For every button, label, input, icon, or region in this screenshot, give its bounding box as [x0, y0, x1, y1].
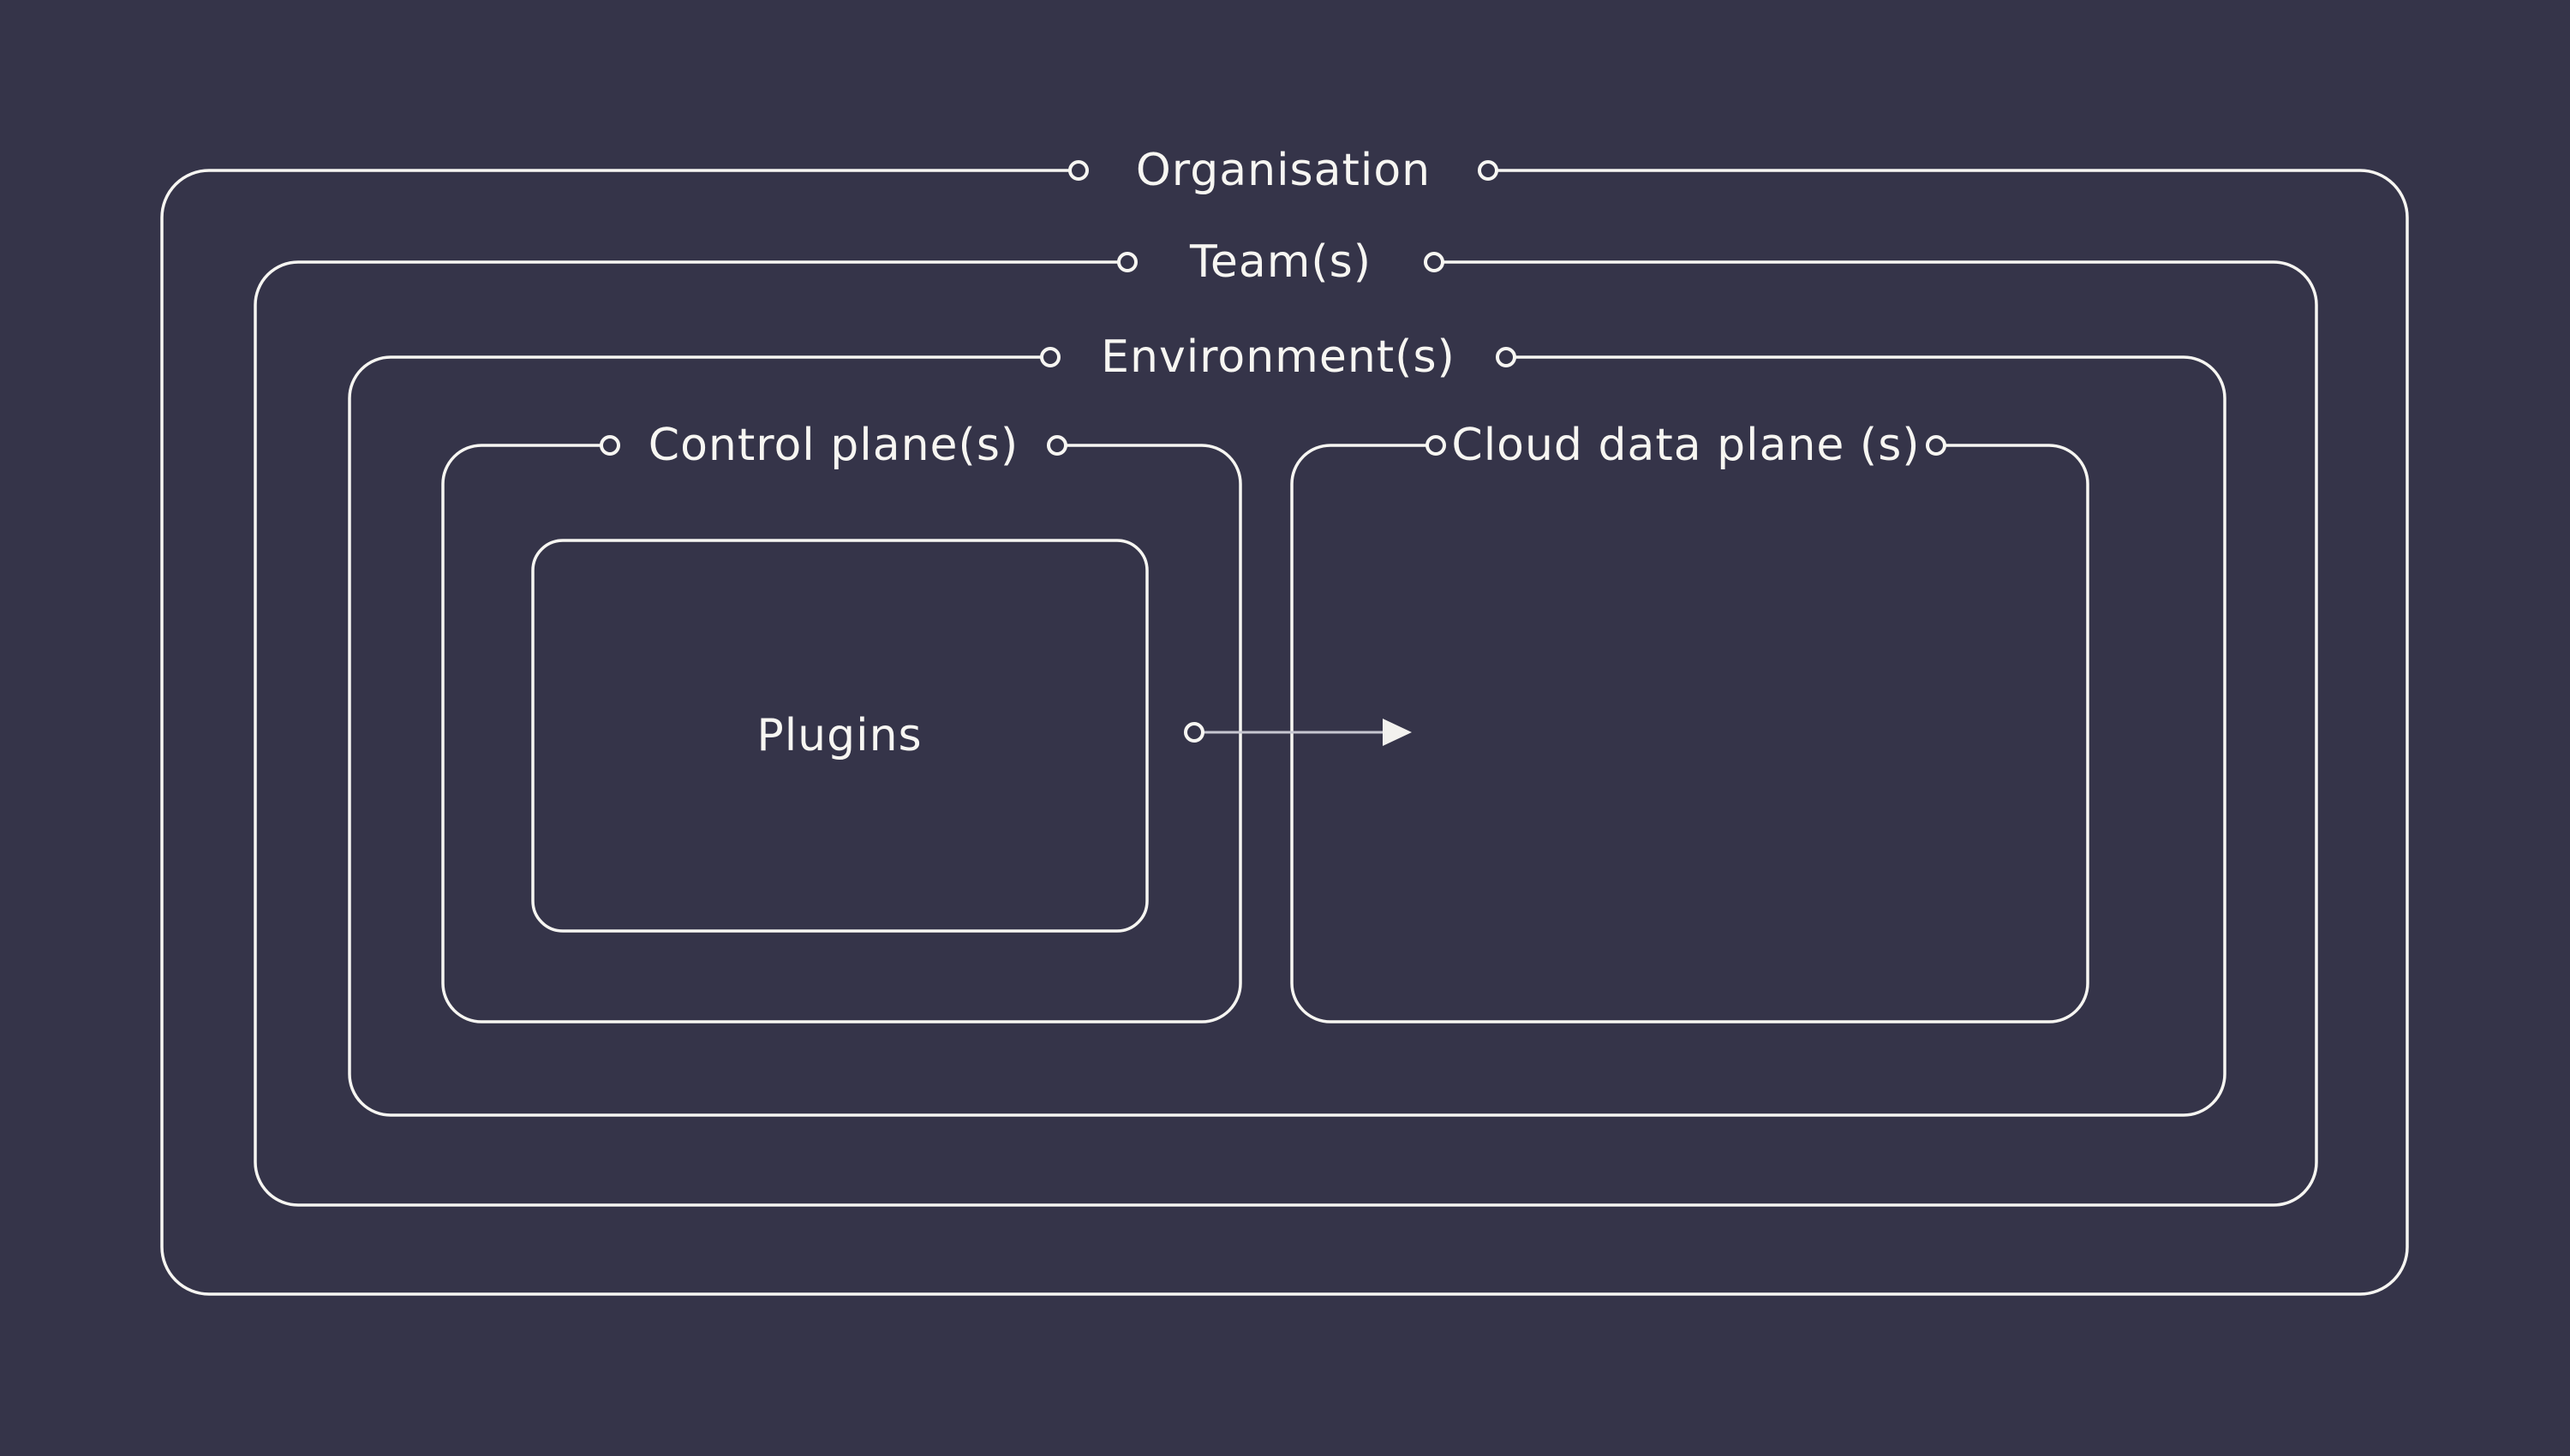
plugins-label: Plugins	[756, 710, 922, 761]
organisation-right-connector-dot	[1478, 160, 1498, 181]
arrow-start-connector-dot	[1184, 722, 1204, 743]
cloud-data-plane-box: Cloud data plane (s)	[1290, 420, 2089, 1023]
environments-label: Environment(s)	[1101, 331, 1455, 383]
arrow-head-icon	[1383, 719, 1412, 746]
environments-label-gap	[1050, 343, 1506, 371]
organisation-box: Organisation	[160, 145, 2409, 1296]
teams-box: Team(s)	[254, 236, 2318, 1207]
teams-right-connector-dot	[1424, 252, 1444, 272]
cloud-data-plane-outline	[1290, 444, 2089, 1023]
plugins-box: Plugins	[531, 539, 1149, 933]
organisation-label: Organisation	[1136, 145, 1431, 196]
organisation-left-connector-dot	[1068, 160, 1089, 181]
plugins-outline	[531, 539, 1149, 933]
plugins-to-cloud-arrow	[1184, 719, 1412, 746]
cloud-data-plane-left-connector-dot	[1425, 435, 1446, 456]
control-plane-box: Control plane(s)	[441, 420, 1242, 1023]
control-plane-label-gap	[610, 432, 1057, 459]
environments-outline	[348, 355, 2226, 1117]
cloud-data-plane-label: Cloud data plane (s)	[1451, 420, 1920, 471]
control-plane-left-connector-dot	[600, 435, 620, 456]
control-plane-right-connector-dot	[1047, 435, 1067, 456]
environments-right-connector-dot	[1496, 347, 1516, 367]
environments-box: Environment(s)	[348, 331, 2226, 1117]
organisation-label-gap	[1079, 157, 1488, 184]
cloud-data-plane-right-connector-dot	[1926, 435, 1946, 456]
teams-label-gap	[1127, 248, 1434, 276]
environments-left-connector-dot	[1040, 347, 1061, 367]
control-plane-label: Control plane(s)	[648, 420, 1019, 471]
teams-left-connector-dot	[1117, 252, 1138, 272]
cloud-data-plane-label-gap	[1436, 432, 1936, 459]
teams-label: Team(s)	[1189, 236, 1372, 288]
